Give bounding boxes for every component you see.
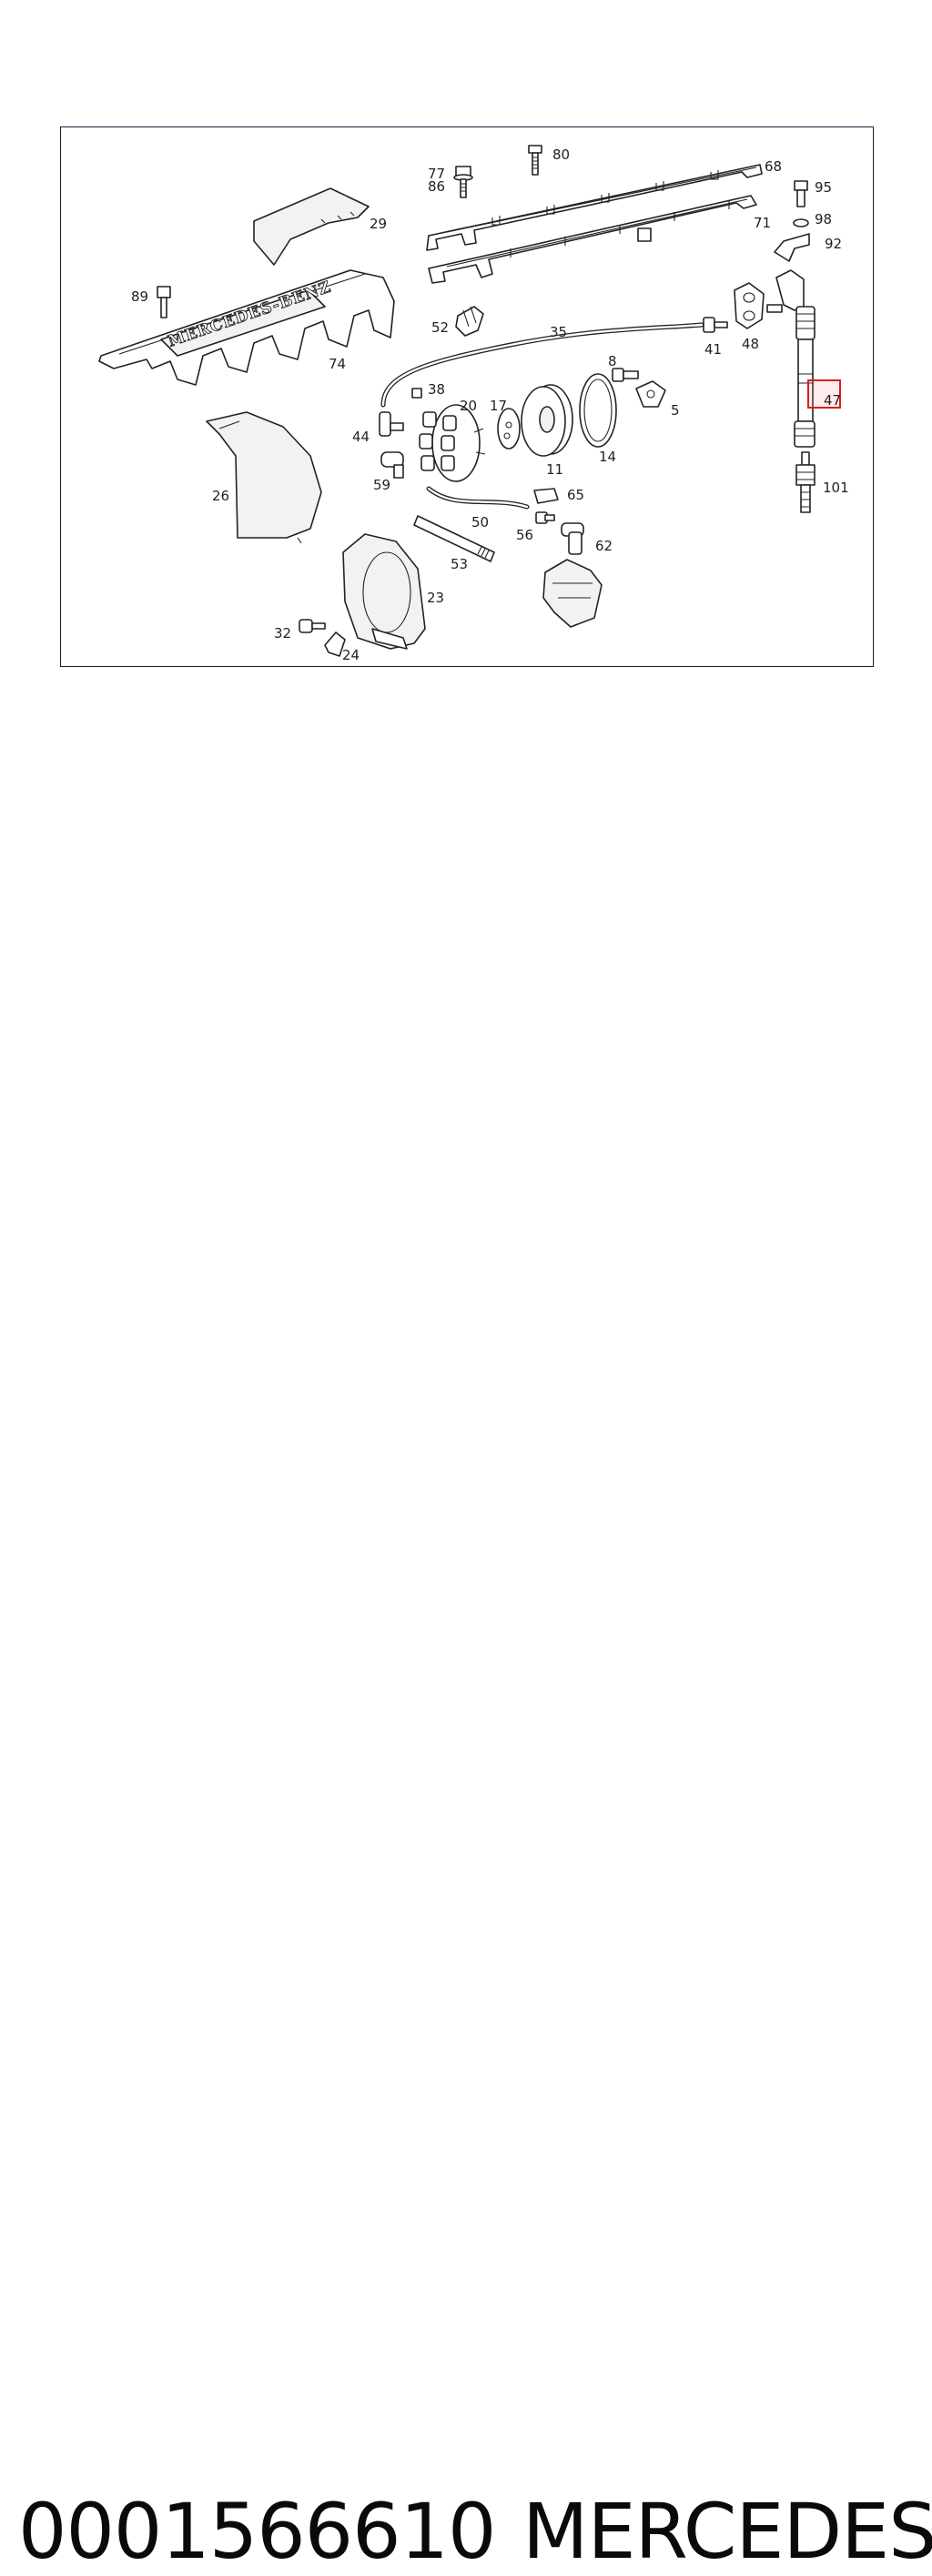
spark-plug-connector-47: [766, 269, 816, 448]
engine-cover-74: MERCEDES-BENZ: [98, 269, 395, 386]
callout-86: 86: [428, 178, 445, 195]
callout-50: 50: [471, 514, 489, 530]
gasket-14: [579, 373, 617, 448]
hose-35: [380, 322, 704, 408]
fitting-56: [535, 511, 555, 524]
callout-20: 20: [460, 398, 477, 414]
callout-56: 56: [516, 527, 533, 543]
callout-62: 62: [595, 538, 613, 554]
part-number: 0001566610: [18, 2487, 496, 2576]
rail-68: [426, 164, 763, 251]
callout-38: 38: [428, 381, 445, 398]
callout-48: 48: [742, 336, 759, 352]
highlight-box-47: [807, 379, 841, 409]
clip-24: [324, 631, 346, 657]
callout-23: 23: [427, 590, 444, 606]
callout-98: 98: [815, 211, 832, 227]
callout-14: 14: [599, 449, 616, 465]
callout-44: 44: [352, 429, 370, 445]
callout-17: 17: [490, 398, 507, 414]
callout-8: 8: [608, 353, 617, 369]
callout-11: 11: [546, 461, 563, 478]
product-caption: 0001566610 MERCEDES: [0, 1245, 932, 2570]
exploded-parts-diagram: MERCEDES-BENZ: [98, 145, 849, 663]
callout-35: 35: [550, 324, 567, 340]
timing-cover-26: [206, 411, 322, 544]
cover-29: [253, 187, 370, 266]
rotor-17: [497, 408, 521, 450]
connector-62: [561, 522, 584, 555]
sensor-5: [635, 380, 666, 408]
callout-68: 68: [765, 158, 782, 175]
callout-26: 26: [212, 488, 229, 504]
fitting-44: [379, 411, 404, 437]
callout-71: 71: [754, 215, 771, 231]
rod-53: [413, 515, 495, 562]
callout-65: 65: [567, 487, 584, 503]
callout-52: 52: [431, 319, 449, 336]
rail-71: [428, 195, 757, 284]
bracket-92: [774, 233, 810, 262]
callout-77: 77: [428, 166, 445, 182]
bolt-89: [157, 286, 171, 318]
bolt-95: [794, 180, 808, 207]
bracket-48: [734, 282, 765, 329]
housing-assembly: [542, 559, 603, 628]
callout-labels: 80 77 86 68 95 29 71 98 92 89 52 35 41 4…: [131, 146, 849, 663]
brand-name: MERCEDES: [522, 2487, 932, 2576]
distributor-cap-20: [419, 404, 486, 482]
callout-24: 24: [342, 647, 360, 663]
callout-74: 74: [329, 356, 346, 372]
callout-95: 95: [815, 179, 832, 196]
callout-92: 92: [825, 236, 842, 252]
fitting-41: [703, 317, 728, 333]
diagram-frame: MERCEDES-BENZ: [60, 126, 874, 667]
sensor-52: [455, 306, 484, 337]
bolt-8: [612, 368, 639, 382]
callout-80: 80: [552, 146, 570, 163]
bolt-77: [453, 166, 473, 198]
washer-98: [793, 218, 809, 227]
callout-32: 32: [274, 625, 291, 641]
hose-50: [426, 486, 530, 510]
rotor-11: [521, 384, 573, 457]
callout-53: 53: [451, 556, 468, 572]
callout-41: 41: [704, 341, 722, 358]
callout-89: 89: [131, 288, 148, 305]
housing-23: [342, 533, 426, 650]
callout-59: 59: [373, 477, 390, 493]
connector-59: [380, 451, 404, 479]
clip-65: [533, 488, 559, 504]
callout-47: 47: [824, 392, 841, 409]
callout-101: 101: [823, 480, 849, 496]
spark-plug-101: [795, 451, 816, 513]
callout-5: 5: [671, 402, 680, 419]
nut-38: [411, 388, 422, 399]
callout-29: 29: [370, 216, 387, 232]
bolt-32: [299, 619, 326, 633]
bolt-80: [528, 145, 542, 176]
